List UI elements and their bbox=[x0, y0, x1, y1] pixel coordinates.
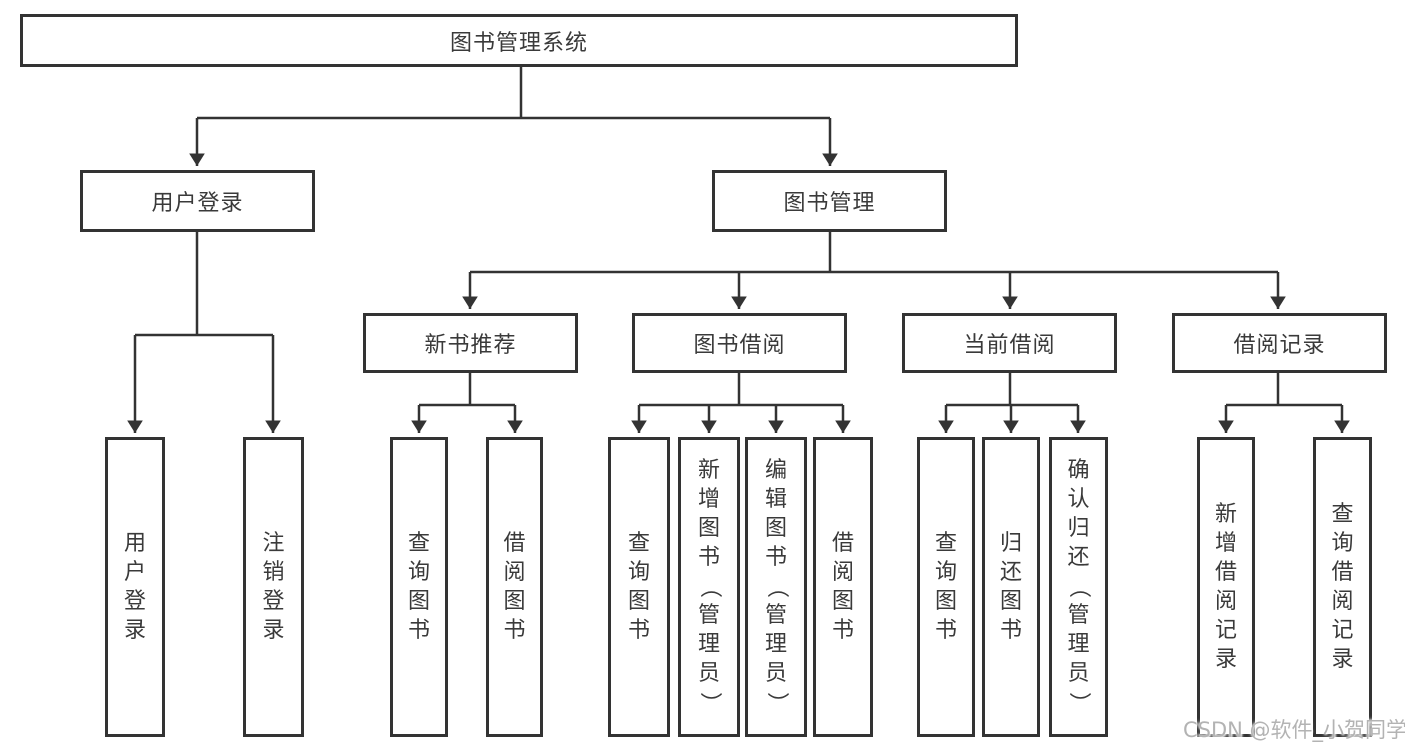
leaf-user-login: 用户登录 bbox=[105, 437, 165, 737]
connector-root-to-level2 bbox=[189, 67, 838, 166]
node-current-borrow: 当前借阅 bbox=[902, 313, 1117, 373]
node-label: 归还图书 bbox=[999, 530, 1022, 643]
node-label: 新书推荐 bbox=[424, 333, 517, 358]
connector-current-borrow-to-leaves bbox=[938, 373, 1086, 433]
connector-book-borrow-to-leaves bbox=[631, 373, 851, 433]
node-label: 确认归还（管理员） bbox=[1066, 458, 1092, 715]
csdn-watermark: CSDN @软件_小贺同学 bbox=[1183, 718, 1405, 742]
node-label: 借阅图书 bbox=[503, 530, 526, 643]
node-label: 注销登录 bbox=[262, 530, 285, 643]
node-book-borrow: 图书借阅 bbox=[632, 313, 847, 373]
connector-borrow-records-to-leaves bbox=[1218, 373, 1350, 433]
node-label: 当前借阅 bbox=[963, 333, 1056, 358]
leaf-current-query-books: 查询图书 bbox=[917, 437, 975, 737]
node-label: 编辑图书（管理员） bbox=[763, 458, 789, 715]
node-new-book-recommend: 新书推荐 bbox=[363, 313, 578, 373]
leaf-borrow-query-books: 查询图书 bbox=[608, 437, 670, 737]
leaf-current-confirm-return-admin: 确认归还（管理员） bbox=[1049, 437, 1108, 737]
leaf-recommend-query-books: 查询图书 bbox=[390, 437, 448, 737]
node-label: 用户登录 bbox=[123, 530, 146, 643]
leaf-records-add-record: 新增借阅记录 bbox=[1197, 437, 1255, 737]
node-label: 借阅图书 bbox=[831, 530, 854, 643]
node-label: 图书管理 bbox=[783, 191, 876, 216]
leaf-borrow-edit-books-admin: 编辑图书（管理员） bbox=[745, 437, 807, 737]
leaf-borrow-add-books-admin: 新增图书（管理员） bbox=[678, 437, 740, 737]
node-label: 新增图书（管理员） bbox=[696, 458, 722, 715]
node-user-login: 用户登录 bbox=[80, 170, 315, 232]
leaf-current-return-books: 归还图书 bbox=[982, 437, 1040, 737]
node-label: 新增借阅记录 bbox=[1214, 501, 1237, 672]
node-label: 查询图书 bbox=[407, 530, 430, 643]
node-label: 用户登录 bbox=[151, 191, 244, 216]
node-book-management: 图书管理 bbox=[712, 170, 947, 232]
connector-new-book-recommend-to-leaves bbox=[411, 373, 523, 433]
node-label: 查询图书 bbox=[934, 530, 957, 643]
leaf-recommend-borrow-books: 借阅图书 bbox=[486, 437, 543, 737]
node-library-management-system: 图书管理系统 bbox=[20, 14, 1018, 67]
node-label: 查询借阅记录 bbox=[1331, 501, 1354, 672]
leaf-logout: 注销登录 bbox=[243, 437, 304, 737]
node-label: 图书管理系统 bbox=[449, 30, 588, 56]
leaf-records-query-record: 查询借阅记录 bbox=[1313, 437, 1372, 737]
node-borrow-records: 借阅记录 bbox=[1172, 313, 1387, 373]
connector-user-login-to-leaves bbox=[127, 232, 281, 433]
node-label: 图书借阅 bbox=[693, 333, 786, 358]
node-label: 查询图书 bbox=[627, 530, 650, 643]
connector-book-management-to-level3 bbox=[462, 232, 1286, 309]
leaf-borrow-borrow-books: 借阅图书 bbox=[813, 437, 873, 737]
node-label: 借阅记录 bbox=[1233, 333, 1326, 358]
